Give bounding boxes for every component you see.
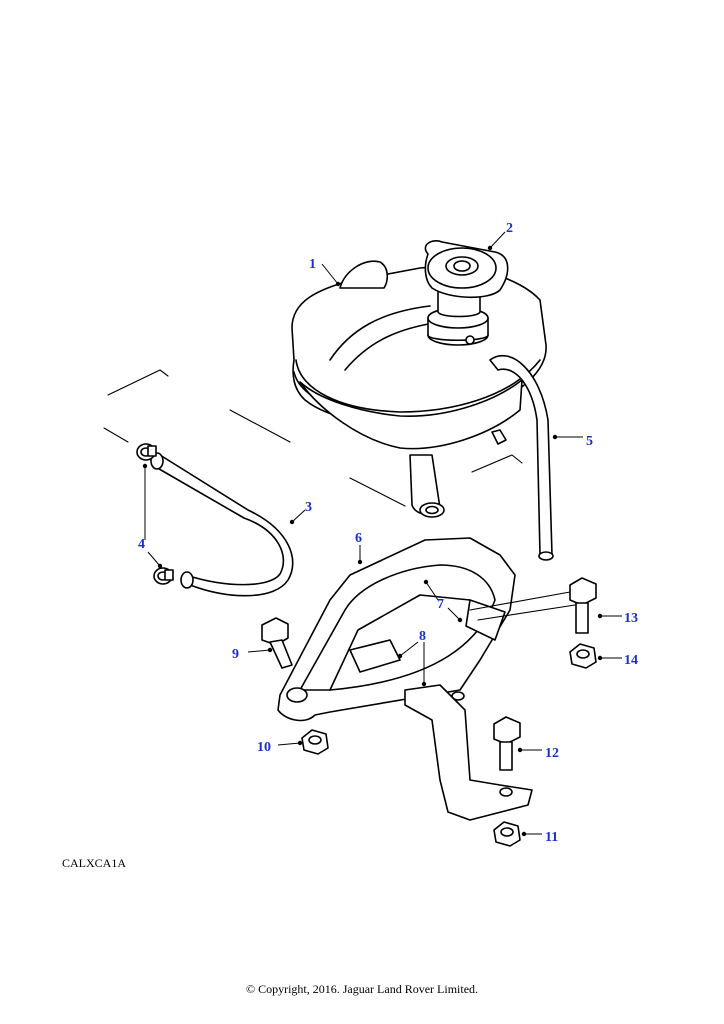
bolt-9[interactable]	[261, 617, 293, 669]
callout-2[interactable]: 2	[506, 221, 513, 236]
callout-6[interactable]: 6	[355, 531, 362, 546]
callout-9[interactable]: 9	[232, 647, 239, 662]
callout-12[interactable]: 12	[545, 746, 559, 761]
phantom-lines	[103, 369, 523, 507]
callout-labels: 1 2 3 4 5 6 7 8 9 10 11 12 13 14	[138, 221, 638, 845]
callout-13[interactable]: 13	[624, 611, 638, 626]
nut-14[interactable]	[569, 643, 597, 669]
nut-11[interactable]	[493, 821, 521, 847]
callout-8[interactable]: 8	[419, 629, 426, 644]
tank-bracket[interactable]	[277, 537, 576, 821]
callout-5[interactable]: 5	[586, 434, 593, 449]
overflow-hose[interactable]	[489, 354, 554, 561]
callout-3[interactable]: 3	[305, 500, 312, 515]
callout-7[interactable]: 7	[437, 597, 444, 612]
hose-clip-lower[interactable]	[153, 567, 174, 585]
diagram-reference-code: CALXCA1A	[62, 856, 127, 870]
callout-leaders	[142, 231, 622, 837]
filler-cap[interactable]	[424, 240, 509, 346]
nut-10[interactable]	[301, 729, 329, 755]
callout-4[interactable]: 4	[138, 537, 145, 552]
callout-14[interactable]: 14	[624, 653, 638, 668]
hose-clip-upper[interactable]	[136, 443, 157, 461]
callout-11[interactable]: 11	[545, 830, 558, 845]
coolant-hose[interactable]	[150, 452, 294, 597]
callout-10[interactable]: 10	[257, 740, 271, 755]
callout-1[interactable]: 1	[309, 257, 316, 272]
copyright-notice: © Copyright, 2016. Jaguar Land Rover Lim…	[245, 982, 479, 996]
bolt-13[interactable]	[569, 577, 597, 634]
expansion-tank[interactable]	[291, 260, 547, 518]
bolt-12[interactable]	[493, 716, 521, 771]
